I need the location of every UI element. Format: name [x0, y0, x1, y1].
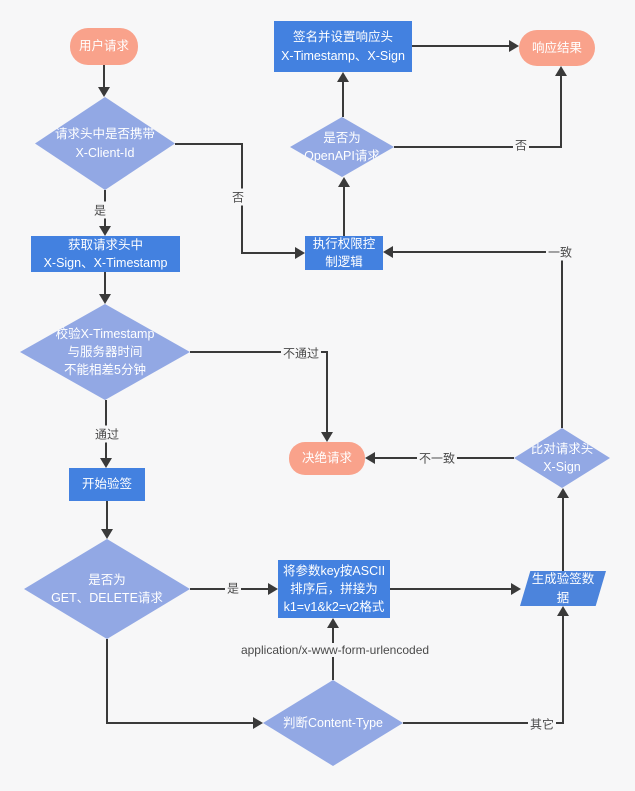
node-check-openapi: 是否为 OpenAPI请求	[290, 117, 394, 177]
node-check-method: 是否为 GET、DELETE请求	[24, 539, 190, 639]
node-exec-permission-label: 执行权限控 制逻辑	[312, 236, 376, 269]
edge-startverify-to-checkmethod	[106, 501, 108, 531]
edge-signresponse-to-result	[412, 45, 510, 47]
node-user-request-label: 用户请求	[78, 39, 129, 54]
edge-label-form-urlencoded: application/x-www-form-urlencoded	[238, 643, 432, 657]
arrowhead-down-icon	[99, 294, 111, 304]
arrowhead-down-icon	[101, 529, 113, 539]
node-user-request: 用户请求	[70, 28, 138, 65]
arrowhead-up-icon	[327, 618, 339, 628]
edge-label-yes-method: 是	[224, 579, 242, 597]
edge-checktimestamp-to-reject-h	[190, 351, 328, 353]
node-check-timestamp: 校验X-Timestamp 与服务器时间 不能相差5分钟	[20, 304, 190, 400]
edge-label-mismatch: 不一致	[416, 449, 458, 467]
node-reject-request-label: 决绝请求	[301, 451, 352, 466]
node-start-verify-label: 开始验签	[81, 477, 132, 492]
arrowhead-down-icon	[100, 458, 112, 468]
node-compare-sign: 比对请求头 X-Sign	[514, 428, 610, 488]
arrowhead-down-icon	[321, 432, 333, 442]
arrowhead-right-icon	[509, 40, 519, 52]
node-response-result: 响应结果	[519, 30, 595, 66]
node-exec-permission: 执行权限控 制逻辑	[305, 236, 383, 270]
node-gen-verify-data-label: 生成验签数 据	[531, 572, 595, 605]
arrowhead-up-icon	[337, 72, 349, 82]
arrowhead-left-icon	[365, 452, 375, 464]
edge-openapi-to-signresponse	[342, 81, 344, 117]
edge-label-yes-clientid: 是	[91, 201, 109, 219]
edge-checktimestamp-to-reject-v	[326, 351, 328, 433]
edge-comparesign-to-permission-v	[561, 252, 563, 428]
edge-label-fail: 不通过	[280, 344, 322, 362]
edge-checkmethod-to-contenttype-h	[106, 722, 254, 724]
node-check-content-type-label: 判断Content-Type	[282, 715, 384, 730]
node-compare-sign-label: 比对请求头 X-Sign	[530, 441, 594, 474]
arrowhead-up-icon	[557, 606, 569, 616]
node-gen-verify-data: 生成验签数 据	[520, 571, 606, 606]
edge-clientid-to-permission-h1	[175, 143, 243, 145]
node-check-content-type: 判断Content-Type	[263, 680, 403, 766]
arrowhead-right-icon	[295, 247, 305, 259]
arrowhead-right-icon	[253, 717, 263, 729]
node-check-timestamp-label: 校验X-Timestamp 与服务器时间 不能相差5分钟	[55, 326, 155, 378]
arrowhead-left-icon	[383, 246, 393, 258]
node-sign-response-label: 签名并设置响应头 X-Timestamp、X-Sign	[281, 30, 405, 63]
node-check-method-label: 是否为 GET、DELETE请求	[51, 572, 163, 605]
node-check-client-id-label: 请求头中是否携带 X-Client-Id	[54, 127, 155, 160]
edge-user-to-clientid	[103, 65, 105, 88]
node-start-verify: 开始验签	[69, 468, 145, 501]
arrowhead-right-icon	[268, 583, 278, 595]
edge-label-match: 一致	[545, 243, 575, 261]
node-sort-params-label: 将参数key按ASCII 排序后，拼接为 k1=v1&k2=v2格式	[282, 563, 386, 615]
arrowhead-up-icon	[557, 488, 569, 498]
edge-getheaders-to-checktimestamp	[104, 272, 106, 296]
edge-label-no-openapi: 否	[512, 136, 530, 154]
edge-label-other: 其它	[527, 715, 557, 733]
node-check-client-id: 请求头中是否携带 X-Client-Id	[35, 97, 175, 190]
edge-contenttype-to-gendata-h	[403, 722, 564, 724]
edge-openapi-to-result-v	[560, 75, 562, 148]
node-check-openapi-label: 是否为 OpenAPI请求	[304, 130, 380, 163]
arrowhead-right-icon	[511, 583, 521, 595]
edge-clientid-to-permission-h2	[241, 252, 297, 254]
arrowhead-down-icon	[99, 226, 111, 236]
edge-sortparams-to-gendata	[390, 588, 512, 590]
node-sort-params: 将参数key按ASCII 排序后，拼接为 k1=v1&k2=v2格式	[278, 560, 390, 618]
edge-contenttype-to-gendata-v	[562, 615, 564, 724]
edge-gendata-to-comparesign	[562, 497, 564, 571]
edge-permission-to-openapi	[343, 186, 345, 236]
arrowhead-down-icon	[98, 87, 110, 97]
node-get-headers-label: 获取请求头中 X-Sign、X-Timestamp	[43, 237, 168, 270]
edge-label-no-clientid: 否	[229, 188, 247, 206]
edge-comparesign-to-permission-h	[391, 251, 562, 253]
edge-checkmethod-to-contenttype-v	[106, 639, 108, 724]
arrowhead-up-icon	[338, 177, 350, 187]
node-reject-request: 决绝请求	[289, 442, 365, 475]
edge-openapi-to-result-h	[394, 146, 562, 148]
node-response-result-label: 响应结果	[531, 40, 582, 55]
edge-label-pass: 通过	[92, 425, 122, 443]
arrowhead-up-icon	[555, 66, 567, 76]
node-sign-response: 签名并设置响应头 X-Timestamp、X-Sign	[274, 21, 412, 72]
node-get-headers: 获取请求头中 X-Sign、X-Timestamp	[31, 236, 180, 272]
